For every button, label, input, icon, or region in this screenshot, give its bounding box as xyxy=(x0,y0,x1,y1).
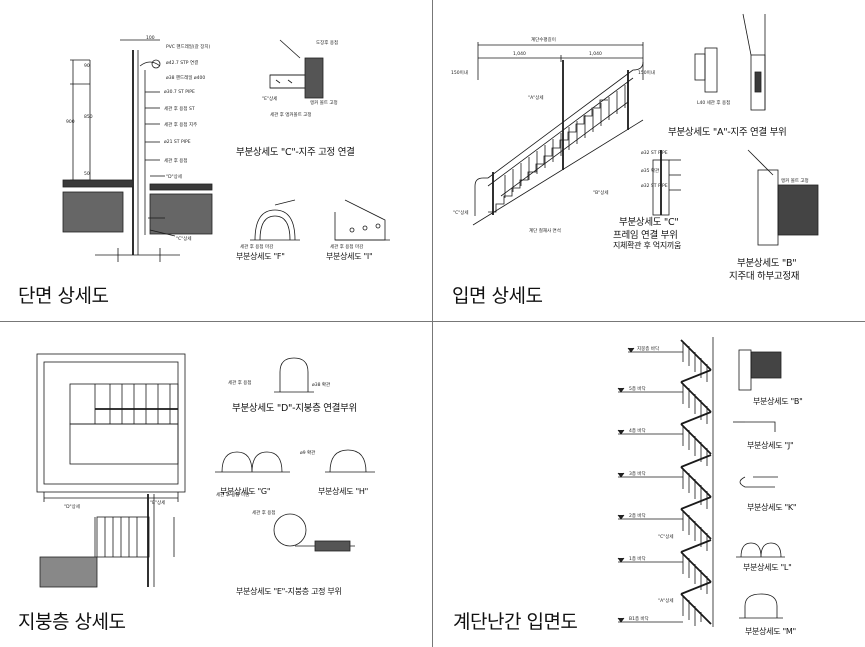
detail-c-note: 지체확관 후 억지끼움 xyxy=(613,241,682,250)
detail-b-subcaption: 지주대 하부고정재 xyxy=(729,271,800,282)
detail-g-caption: 부분상세도 "G" xyxy=(220,487,271,496)
detail-i-caption: 부분상세도 "I" xyxy=(326,252,373,261)
section-drawing xyxy=(62,39,390,262)
stair-railing-drawing xyxy=(617,337,785,627)
detail-b-caption: 부분상세도 "B" xyxy=(753,397,803,406)
detail-c-caption: 부분상세도 "C" xyxy=(619,217,679,228)
elevation-drawing xyxy=(472,13,819,246)
elevation-detail-panel: 계단수평길이 1,040 1,040 150이내 150이내 "A"상세 "C"… xyxy=(433,0,865,321)
level-markers xyxy=(617,347,683,623)
detail-l-caption: 부분상세도 "L" xyxy=(743,563,792,572)
detail-a-caption: 부분상세도 "A"-지주 연결 부위 xyxy=(668,127,787,138)
vertical-divider xyxy=(432,0,433,647)
detail-b-caption: 부분상세도 "B" xyxy=(737,258,797,269)
detail-f-caption: 부분상세도 "F" xyxy=(236,252,285,261)
roof-landing-panel: 세관 후 용접 ø38 확관 ø9 확관 세관 후 용접 마감 세관 후 용접 … xyxy=(0,322,432,647)
dim-edge-left: 150이내 xyxy=(451,71,468,76)
dim-right: 1,040 xyxy=(589,52,602,57)
dim-edge-right: 150이내 xyxy=(638,71,655,76)
detail-c-caption: 부분상세도 "C"-지주 고정 연결 xyxy=(236,147,355,158)
detail-h-caption: 부분상세도 "H" xyxy=(318,487,369,496)
detail-c-subcaption: 프레임 연결 부위 xyxy=(613,230,678,241)
roof-landing-title: 지붕층 상세도 xyxy=(18,611,126,633)
roof-landing-drawing xyxy=(36,353,375,588)
stair-length-dim: 계단수평길이 xyxy=(531,38,556,43)
detail-j-caption: 부분상세도 "J" xyxy=(747,441,794,450)
section-detail-panel: 90 850 900 50 100 PVC 핸드레일(갈 장치) ø42.7 S… xyxy=(0,0,432,321)
detail-m-caption: 부분상세도 "M" xyxy=(745,627,796,636)
horizontal-divider xyxy=(0,321,865,322)
dim-left: 1,040 xyxy=(513,52,526,57)
stair-railing-elevation-title: 계단난간 입면도 xyxy=(453,611,578,633)
elevation-detail-title: 입면 상세도 xyxy=(452,285,543,307)
detail-e-caption: 부분상세도 "E"-지붕층 고정 부위 xyxy=(236,587,342,596)
stair-railing-elevation-panel: 지붕층 바닥 5층 바닥 4층 바닥 3층 바닥 2층 바닥 1층 바닥 B1층… xyxy=(433,322,865,647)
detail-k-caption: 부분상세도 "K" xyxy=(747,503,797,512)
detail-d-caption: 부분상세도 "D"-지붕층 연결부위 xyxy=(232,403,358,414)
section-detail-title: 단면 상세도 xyxy=(18,285,109,307)
